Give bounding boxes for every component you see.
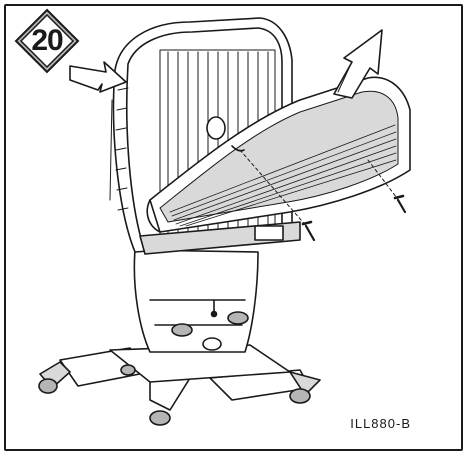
screw-right xyxy=(367,159,407,214)
step-number: 20 xyxy=(31,24,63,57)
diamond-badge-icon xyxy=(14,8,80,74)
lift-arrow-icon xyxy=(333,29,383,99)
bottom-tray xyxy=(139,221,301,255)
lower-housing xyxy=(133,249,259,353)
caster-wheels xyxy=(38,364,311,426)
illustration-code: ILL880-B xyxy=(350,416,411,431)
front-panel xyxy=(146,76,411,233)
push-arrow-icon xyxy=(69,61,127,93)
base-legs xyxy=(39,344,321,411)
screw-left xyxy=(239,149,316,242)
